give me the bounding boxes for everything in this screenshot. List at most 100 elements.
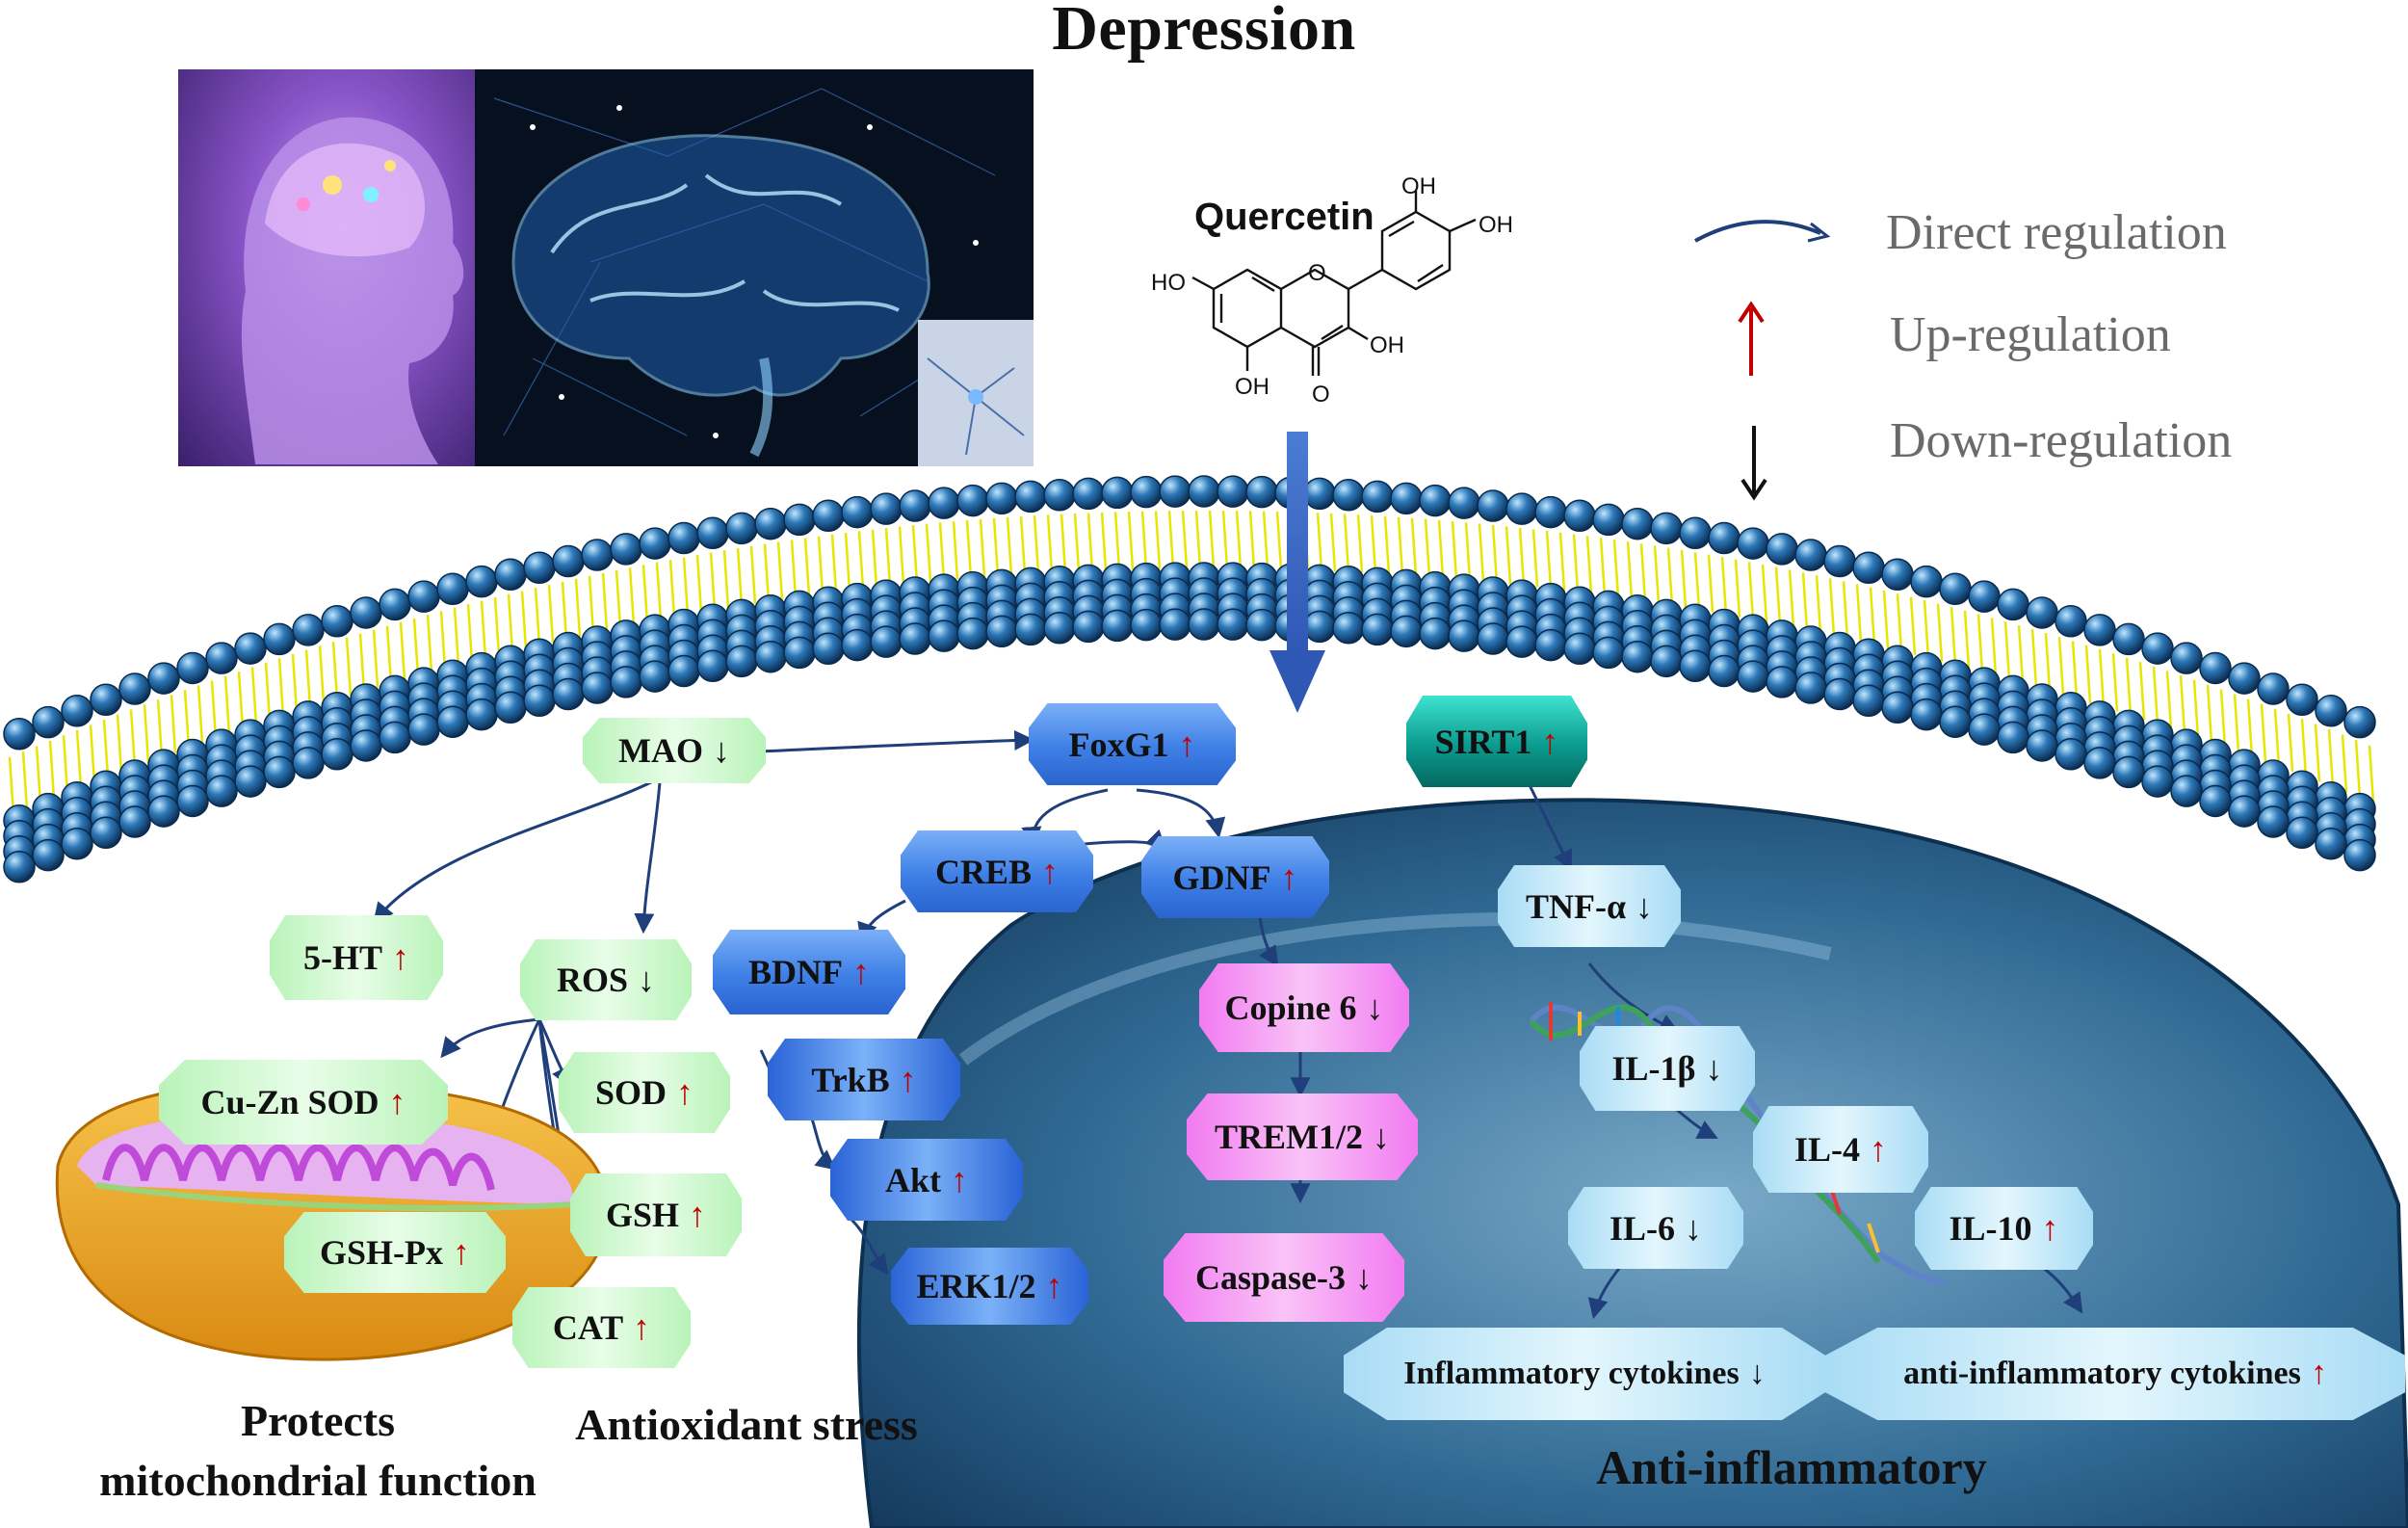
node-erk: ERK1/2↑: [891, 1248, 1088, 1325]
node-inflammatory-cytokines: Inflammatory cytokines↓: [1344, 1328, 1825, 1420]
up-arrow-icon: ↑: [1178, 724, 1196, 764]
node-cuzn-sod-label: Cu-Zn SOD: [200, 1083, 380, 1121]
atom-oh-top: OH: [1401, 173, 1436, 199]
node-caspase3-label: Caspase-3: [1194, 1258, 1346, 1297]
atom-ho-left: HO: [1151, 270, 1186, 296]
down-arrow-icon: ↓: [1685, 1208, 1702, 1248]
node-cuzn-sod: Cu-Zn SOD↑: [159, 1060, 448, 1145]
node-caspase3: Caspase-3↓: [1164, 1233, 1404, 1322]
node-tnf-label: TNF-α: [1525, 886, 1627, 926]
up-arrow-icon: ↑: [388, 1083, 406, 1121]
node-copine6: Copine 6↓: [1199, 963, 1409, 1052]
node-creb-label: CREB: [934, 852, 1033, 891]
up-arrow-icon: ↑: [852, 953, 870, 991]
node-sod-label: SOD: [594, 1073, 667, 1112]
node-creb: CREB↑: [901, 830, 1093, 912]
up-arrow-icon: ↑: [453, 1233, 470, 1272]
atom-o-ring: O: [1308, 260, 1326, 286]
up-arrow-icon: ↑: [951, 1160, 968, 1199]
up-arrow-icon: ↑: [392, 938, 409, 977]
node-il1b: IL-1β↓: [1580, 1026, 1755, 1111]
node-il10: IL-10↑: [1915, 1187, 2093, 1270]
caption-protects: Protects: [240, 1396, 396, 1445]
down-arrow-icon: ↓: [638, 961, 656, 999]
node-inflammatory-label: Inflammatory cytokines: [1403, 1356, 1740, 1391]
quercetin-label: Quercetin: [1194, 196, 1374, 238]
legend-down-arrow-icon: [1741, 426, 1767, 501]
node-akt-label: Akt: [884, 1160, 941, 1199]
up-arrow-icon: ↑: [1041, 852, 1060, 891]
down-arrow-icon: ↓: [1636, 886, 1654, 926]
node-foxg1-label: FoxG1: [1068, 724, 1169, 764]
node-sod: SOD↑: [559, 1052, 730, 1133]
node-gsh: GSH↑: [570, 1173, 742, 1256]
node-il1b-label: IL-1β: [1611, 1049, 1696, 1088]
down-arrow-icon: ↓: [1366, 988, 1384, 1027]
node-trem-label: TREM1/2: [1214, 1118, 1363, 1156]
node-ros: ROS↓: [520, 939, 692, 1020]
down-arrow-icon: ↓: [712, 731, 730, 770]
brain-network-photo: [475, 69, 1034, 466]
quercetin-structure: [1191, 191, 1477, 376]
node-cat-label: CAT: [552, 1308, 624, 1347]
node-gsh-px: GSH-Px ↑: [284, 1212, 506, 1293]
node-anti-inflammatory-cytokines: anti-inflammatory cytokines ↑: [1825, 1328, 2405, 1420]
node-mao: MAO↓: [583, 718, 766, 783]
up-arrow-icon: ↑: [2310, 1356, 2327, 1391]
down-arrow-icon: ↓: [1748, 1356, 1766, 1391]
node-il4: IL-4 ↑: [1753, 1106, 1928, 1193]
node-trkb-label: TrkB: [811, 1060, 890, 1099]
node-gsh-px-label: GSH-Px: [319, 1233, 443, 1272]
node-il6: IL-6↓: [1568, 1187, 1743, 1269]
node-il4-label: IL-4: [1793, 1130, 1860, 1169]
caption-antioxidant-stress: Antioxidant stress: [575, 1400, 918, 1449]
down-arrow-icon: ↓: [1355, 1258, 1373, 1297]
caption-mitochondrial-function: mitochondrial function: [99, 1456, 537, 1505]
down-arrow-icon: ↓: [1373, 1118, 1390, 1156]
node-foxg1: FoxG1↑: [1029, 703, 1236, 785]
up-arrow-icon: ↑: [676, 1073, 694, 1112]
node-akt: Akt ↑: [830, 1139, 1023, 1221]
node-bdnf: BDNF↑: [713, 930, 905, 1014]
node-sirt1-label: SIRT1: [1434, 722, 1532, 761]
down-arrow-icon: ↓: [1705, 1049, 1723, 1088]
up-arrow-icon: ↑: [1541, 722, 1559, 761]
node-5ht: 5-HT ↑: [270, 915, 443, 1000]
node-anti-inflammatory-label: anti-inflammatory cytokines: [1903, 1356, 2301, 1391]
up-arrow-icon: ↑: [1045, 1267, 1063, 1305]
node-il10-label: IL-10: [1949, 1209, 2032, 1248]
head-photo: [178, 69, 475, 466]
up-arrow-icon: ↑: [899, 1060, 917, 1099]
node-sirt1: SIRT1↑: [1406, 696, 1587, 787]
legend-direct-icon: [1694, 220, 1831, 243]
node-cat: CAT↑: [512, 1287, 691, 1368]
atom-o-keto: O: [1312, 382, 1330, 408]
node-bdnf-label: BDNF: [748, 953, 843, 991]
node-trkb: TrkB↑: [768, 1039, 960, 1120]
node-copine6-label: Copine 6: [1224, 988, 1357, 1027]
node-gsh-label: GSH: [605, 1196, 680, 1234]
up-arrow-icon: ↑: [1280, 857, 1298, 897]
diagram-title: Depression: [1052, 0, 1356, 64]
atom-oh-bottom: OH: [1235, 374, 1269, 400]
legend-up-arrow-icon: [1738, 301, 1765, 376]
node-gdnf-label: GDNF: [1172, 857, 1271, 897]
node-gdnf: GDNF↑: [1141, 836, 1329, 918]
caption-anti-inflammatory: Anti-inflammatory: [1596, 1440, 1987, 1494]
node-erk-label: ERK1/2: [916, 1267, 1036, 1305]
node-mao-label: MAO: [618, 731, 703, 770]
up-arrow-icon: ↑: [689, 1196, 707, 1234]
atom-oh-mid: OH: [1370, 332, 1404, 358]
up-arrow-icon: ↑: [2041, 1209, 2059, 1248]
node-5ht-label: 5-HT: [302, 938, 382, 977]
up-arrow-icon: ↑: [1870, 1130, 1887, 1169]
up-arrow-icon: ↑: [633, 1308, 651, 1347]
node-il6-label: IL-6: [1609, 1208, 1675, 1248]
legend-down-label: Down-regulation: [1890, 413, 2233, 468]
atom-oh-right: OH: [1479, 212, 1513, 238]
node-ros-label: ROS: [556, 961, 629, 999]
legend-direct-label: Direct regulation: [1886, 205, 2227, 260]
